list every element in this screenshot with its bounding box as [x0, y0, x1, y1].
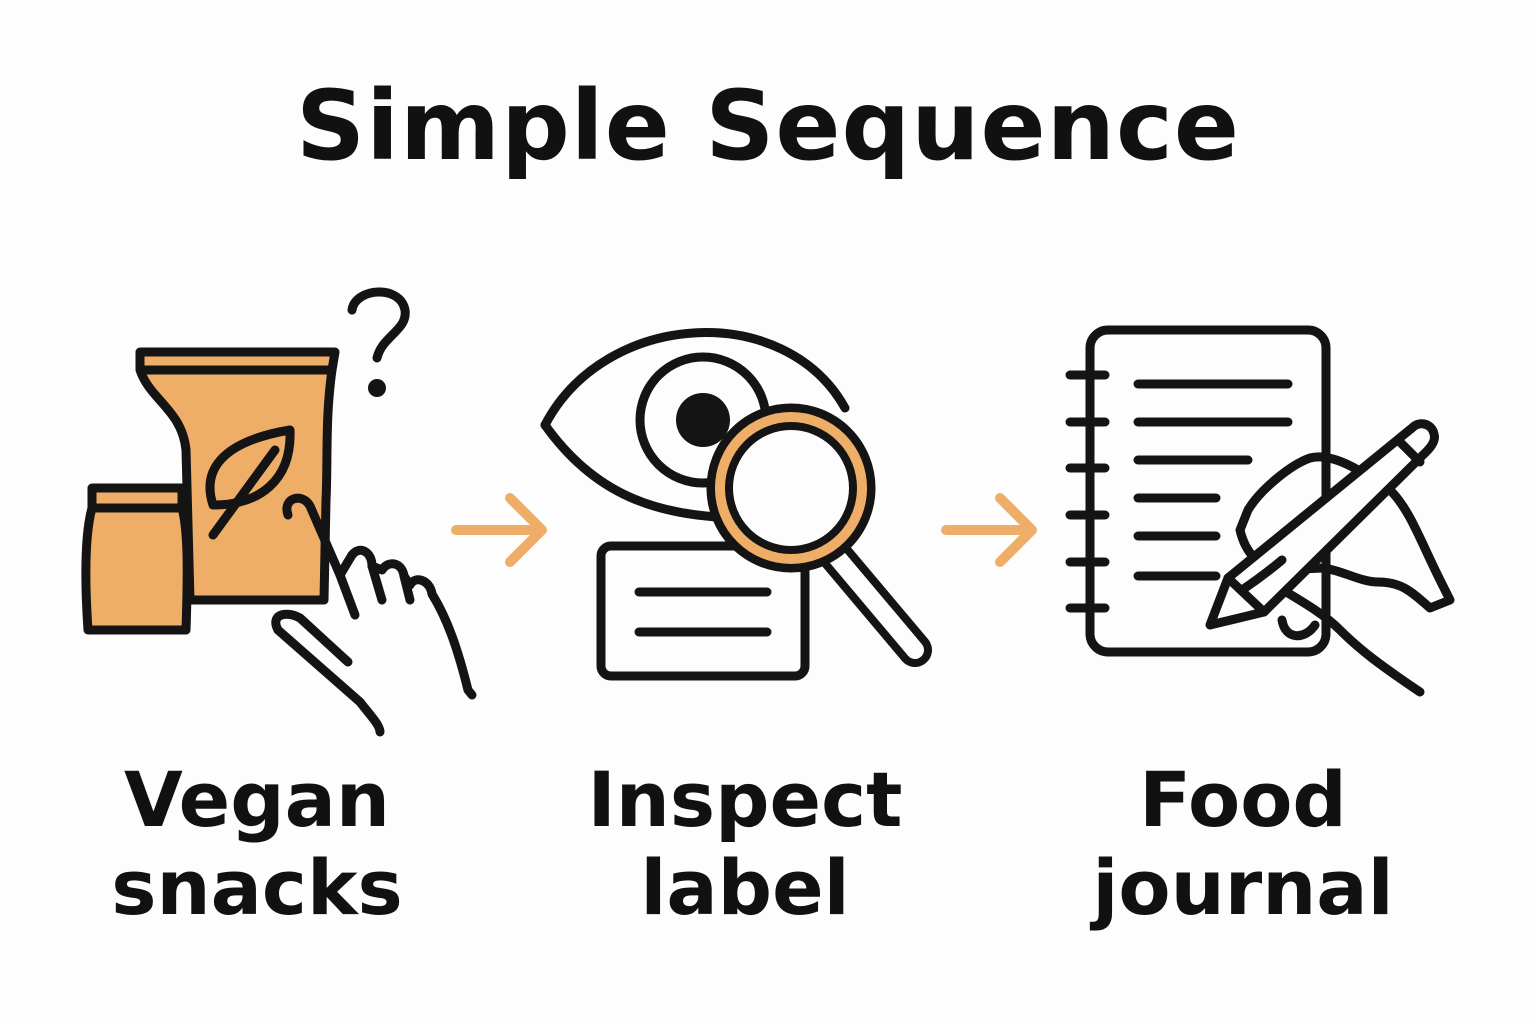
diagram-title: Simple Sequence	[295, 70, 1240, 182]
step-label-inspect-label: Inspect label	[587, 755, 903, 932]
step-label-vegan-snacks: Vegan snacks	[111, 755, 403, 932]
snack-bag-hand-question-icon	[81, 287, 477, 737]
arrow-right-icon	[451, 493, 547, 567]
step-label-food-journal: Food journal	[1092, 755, 1394, 932]
eye-magnifier-label-icon	[540, 328, 932, 681]
notebook-hand-pen-icon	[1065, 325, 1455, 697]
arrow-right-icon	[941, 493, 1037, 567]
